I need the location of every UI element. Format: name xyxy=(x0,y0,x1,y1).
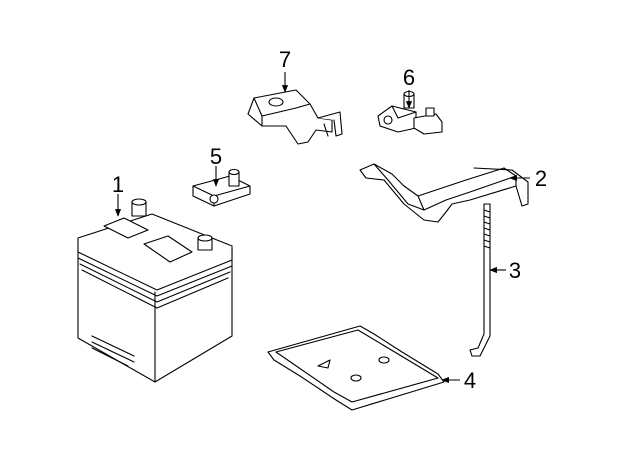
terminal-clamp-part-5 xyxy=(192,168,251,207)
callout-label-3: 3 xyxy=(509,258,521,283)
terminal-cover-part-7 xyxy=(247,89,343,145)
callout-label-7: 7 xyxy=(279,47,291,72)
callout-6: 6 xyxy=(403,65,415,109)
callout-label-5: 5 xyxy=(210,144,222,169)
callout-2: 2 xyxy=(509,166,547,191)
callout-3: 3 xyxy=(489,258,521,283)
hold-down-clamp-part-2 xyxy=(359,163,529,223)
positive-terminal-part-6 xyxy=(377,90,443,135)
battery-part-1 xyxy=(77,198,233,383)
callout-7: 7 xyxy=(279,47,291,93)
callout-label-2: 2 xyxy=(535,166,547,191)
callout-5: 5 xyxy=(210,144,222,187)
hold-down-rod-part-3 xyxy=(469,203,491,357)
callout-4: 4 xyxy=(441,368,476,393)
callout-1: 1 xyxy=(112,172,124,217)
callout-label-4: 4 xyxy=(464,368,476,393)
callout-label-1: 1 xyxy=(112,172,124,197)
battery-tray-part-4 xyxy=(267,325,445,411)
callout-label-6: 6 xyxy=(403,65,415,90)
